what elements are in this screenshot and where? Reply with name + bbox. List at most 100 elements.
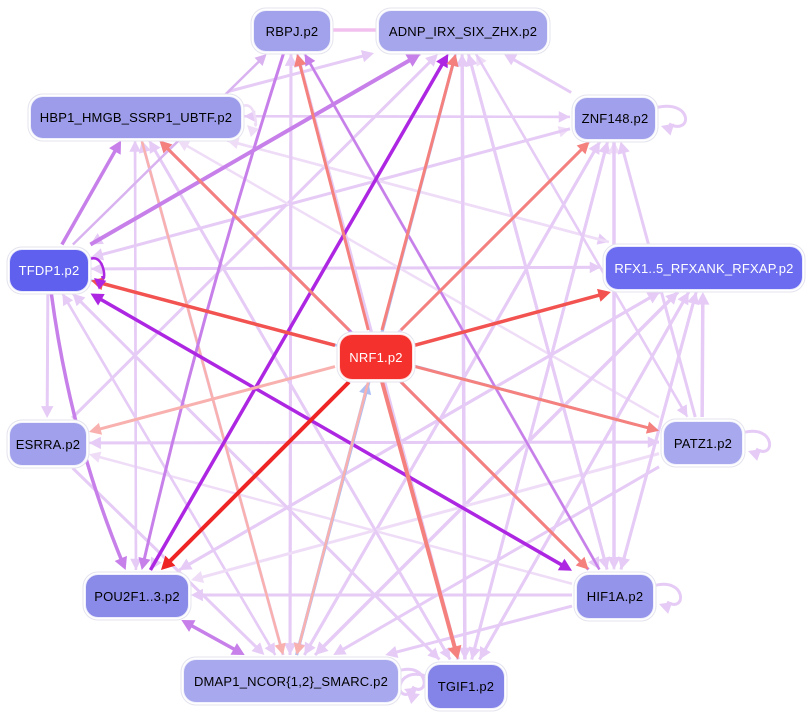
edge-RFX-HIF1A — [621, 291, 698, 564]
arrowhead — [41, 406, 54, 418]
edge-RBPJ-DMAP1 — [288, 53, 293, 648]
edge-HIF1A-DMAP1 — [391, 604, 573, 655]
edge-RBPJ-POU2F1 — [141, 53, 285, 564]
arrowhead — [503, 54, 518, 66]
arrowhead — [468, 646, 481, 660]
edge-TFDP1-DMAP1 — [61, 292, 273, 650]
self-loop-TFDP1 — [87, 257, 106, 280]
edge-HBP1-DMAP1 — [140, 140, 283, 649]
node-label: RFX1..5_RFXANK_RFXAP.p2 — [614, 260, 794, 276]
edge-ADNP-TGIF1 — [460, 53, 467, 653]
arrowhead — [89, 451, 102, 463]
self-loop-TGIF1 — [398, 672, 427, 696]
edge-ESRRA-PATZ1 — [88, 440, 653, 445]
node-TGIF1[interactable]: TGIF1.p2 — [427, 663, 505, 709]
arrowhead — [304, 54, 316, 67]
arrowhead — [439, 646, 451, 660]
node-label: POU2F1..3.p2 — [94, 588, 180, 604]
node-POU2F1[interactable]: POU2F1..3.p2 — [85, 574, 189, 618]
arrowhead — [191, 571, 205, 584]
arrowhead — [385, 645, 399, 658]
arrowhead — [676, 404, 688, 417]
edge-TFDP1-HBP1 — [60, 146, 119, 246]
self-loop-HBP1 — [240, 104, 258, 127]
node-label: TFDP1.p2 — [18, 262, 80, 278]
arrowhead — [177, 140, 191, 152]
node-RFX[interactable]: RFX1..5_RFXANK_RFXAP.p2 — [605, 246, 803, 290]
node-TFDP1[interactable]: TFDP1.p2 — [9, 248, 89, 292]
arrowhead — [479, 646, 491, 660]
edge-RFX-POU2F1 — [184, 290, 661, 568]
edge-NRF1-RFX — [414, 292, 605, 347]
node-label: ADNP_IRX_SIX_ZHX.p2 — [388, 23, 538, 39]
arrowhead — [661, 123, 675, 136]
edge-ZNF148-TGIF1 — [472, 141, 610, 653]
arrowhead — [304, 641, 316, 655]
arrowhead — [293, 642, 305, 655]
edge-ESRRA-ADNP — [71, 57, 434, 420]
arrowhead — [179, 558, 193, 570]
edge-NRF1-HBP1 — [163, 144, 351, 332]
arrowhead — [227, 137, 240, 149]
edge-HIF1A-RBPJ — [306, 59, 601, 571]
edge-ADNP-PATZ1 — [474, 53, 686, 412]
self-loop-ZNF148 — [654, 104, 688, 128]
arrowhead — [696, 292, 710, 305]
edge-POU2F1-ADNP — [148, 59, 446, 571]
node-NRF1[interactable]: NRF1.p2 — [339, 334, 413, 380]
self-loop-HIF1A — [652, 582, 683, 606]
edge-NRF1-PATZ1 — [414, 365, 653, 431]
node-RBPJ[interactable]: RBPJ.p2 — [253, 10, 331, 52]
edge-TFDP1-HIF1A — [96, 295, 567, 569]
arrowhead — [659, 602, 673, 614]
edge-PATZ1-POU2F1 — [197, 452, 660, 580]
node-HBP1[interactable]: HBP1_HMGB_SSRP1_UBTF.p2 — [30, 95, 242, 139]
arrowhead — [130, 558, 142, 570]
node-label: HIF1A.p2 — [586, 588, 644, 604]
arrowhead — [138, 557, 151, 570]
arrowhead — [181, 620, 196, 632]
edge-NRF1-ADNP — [380, 60, 456, 331]
node-ESRRA[interactable]: ESRRA.p2 — [9, 422, 87, 466]
edge-NRF1-HIF1A — [399, 380, 585, 566]
arrowhead — [89, 422, 103, 435]
arrowhead — [264, 642, 276, 655]
arrowhead — [333, 643, 347, 655]
arrowhead — [645, 421, 659, 434]
edge-NRF1-DMAP1 — [297, 381, 370, 649]
arrowhead — [247, 125, 260, 138]
edge-ZNF148-DMAP1 — [306, 140, 602, 650]
edge-PATZ1-HBP1 — [182, 142, 660, 419]
node-ZNF148[interactable]: ZNF148.p2 — [574, 96, 656, 140]
node-label: TGIF1.p2 — [437, 678, 495, 694]
arrowhead — [617, 141, 630, 155]
node-HIF1A[interactable]: HIF1A.p2 — [576, 573, 654, 619]
node-PATZ1[interactable]: PATZ1.p2 — [663, 421, 743, 465]
node-ADNP[interactable]: ADNP_IRX_SIX_ZHX.p2 — [378, 10, 548, 52]
node-label: NRF1.p2 — [349, 349, 403, 365]
edge-PATZ1-RFX — [700, 299, 705, 418]
edge-NRF1-ESRRA — [95, 365, 336, 432]
self-loop-PATZ1 — [741, 429, 772, 453]
edge-TFDP1-RBPJ — [72, 57, 263, 246]
edge-TFDP1-TGIF1 — [71, 292, 436, 656]
arrowhead — [647, 436, 659, 448]
node-label: ESRRA.p2 — [15, 436, 81, 452]
edge-DMAP1-POU2F1 — [187, 622, 239, 653]
node-label: HBP1_HMGB_SSRP1_UBTF.p2 — [39, 109, 233, 125]
edge-NRF1-POU2F1 — [165, 380, 351, 566]
edge-HBP1-ADNP — [227, 53, 368, 93]
arrowhead — [94, 278, 107, 290]
edge-NRF1-TGIF1 — [380, 381, 458, 653]
node-DMAP1[interactable]: DMAP1_NCOR{1,2}_SMARC.p2 — [183, 659, 399, 703]
edge-NRF1-ZNF148 — [399, 145, 586, 332]
edge-NRF1-RBPJ — [297, 60, 370, 331]
arrowhead — [607, 556, 621, 570]
edge-ZNF148-ADNP — [509, 56, 572, 94]
arrowhead — [244, 110, 256, 123]
arrowhead — [748, 449, 762, 461]
arrowhead — [230, 643, 245, 655]
arrowhead — [598, 556, 611, 570]
node-label: ZNF148.p2 — [581, 110, 649, 126]
